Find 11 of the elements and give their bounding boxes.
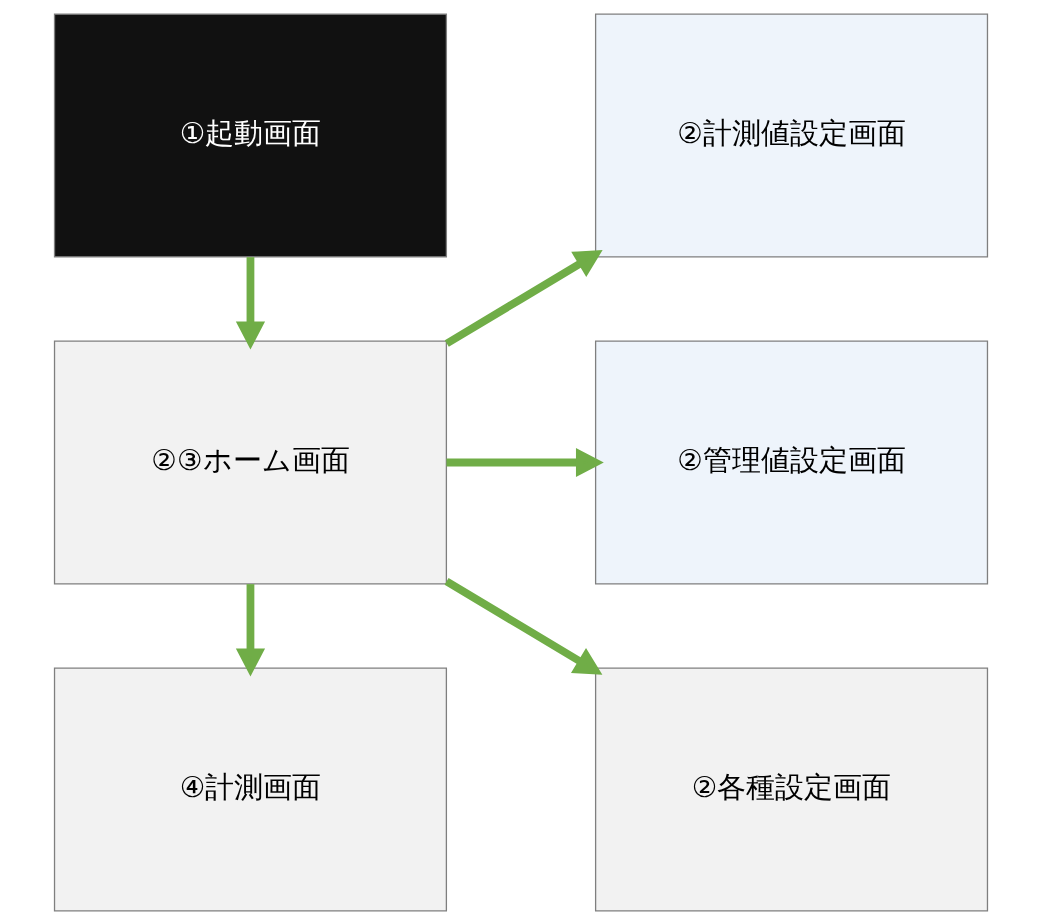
arrow: [444, 577, 603, 675]
arrow: [235, 256, 266, 349]
node-box: ②各種設定画面: [594, 667, 989, 911]
arrow: [235, 583, 266, 676]
arrow: [446, 447, 604, 477]
node-box: ①起動画面: [53, 13, 448, 257]
arrow: [444, 249, 603, 347]
node-box: ②管理値設定画面: [594, 340, 989, 584]
node-box: ②③ホーム画面: [53, 340, 448, 584]
node-box: ④計測画面: [53, 667, 448, 911]
node-box: ②計測値設定画面: [594, 13, 989, 257]
